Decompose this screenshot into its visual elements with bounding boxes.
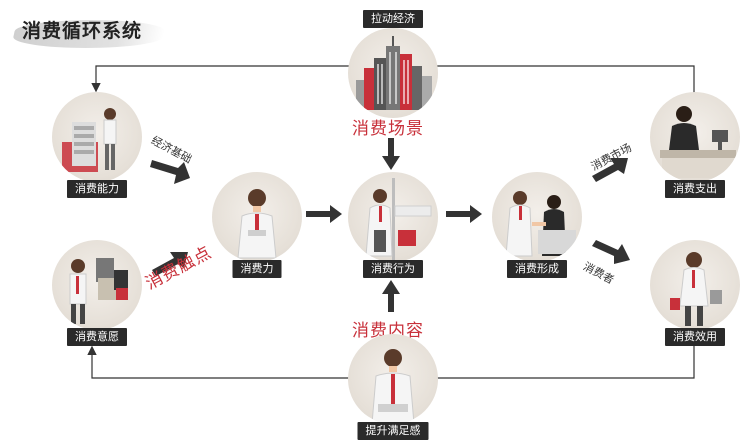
shopping-bags-icon bbox=[69, 258, 128, 324]
arrow-content-behavior bbox=[382, 280, 400, 312]
handshake-icon bbox=[505, 191, 576, 257]
page-title: 消费循环系统 bbox=[22, 20, 143, 42]
arrow-power-behavior bbox=[306, 205, 342, 223]
label-consumption-formation: 消费形成 bbox=[507, 260, 567, 278]
label-consumption-utility: 消费效用 bbox=[665, 328, 725, 346]
city-icon bbox=[356, 36, 432, 110]
top-label-pull-economy: 拉动经济 bbox=[363, 10, 423, 28]
label-consumption-behavior: 消费行为 bbox=[363, 260, 423, 278]
arrow-touchpoint bbox=[152, 252, 188, 276]
cashier-icon bbox=[365, 178, 432, 262]
title-block: 消费循环系统 bbox=[11, 10, 174, 48]
node-consumption-utility: 消费效用 bbox=[650, 240, 740, 346]
label-satisfaction: 提升满足感 bbox=[357, 422, 429, 440]
node-consumption-expenditure: 消费支出 bbox=[650, 92, 740, 198]
node-consumption-formation: 消费形成 bbox=[492, 172, 582, 278]
satisfied-person-icon bbox=[371, 349, 415, 424]
node-satisfaction: 提升满足感 bbox=[348, 334, 438, 440]
node-city bbox=[348, 28, 438, 118]
node-consumption-behavior: 消费行为 bbox=[348, 172, 438, 278]
person-icon bbox=[237, 189, 277, 259]
red-label-scene: 消费场景 bbox=[352, 119, 424, 139]
checkmark-person-icon bbox=[670, 252, 722, 326]
node-consumption-power: 消费力 bbox=[212, 172, 302, 278]
label-consumption-intention: 消费意愿 bbox=[67, 328, 127, 346]
node-consumption-intention: 消费意愿 bbox=[52, 240, 142, 346]
cashier-desk-icon bbox=[660, 106, 736, 178]
arrow-scene-behavior bbox=[382, 138, 400, 170]
arrow-formation-expenditure bbox=[592, 158, 628, 182]
arrow-economic-base bbox=[150, 160, 190, 184]
banknotes-icon bbox=[62, 108, 117, 172]
arrow-formation-utility bbox=[592, 240, 630, 264]
label-consumption-ability: 消费能力 bbox=[67, 180, 127, 198]
label-consumption-power: 消费力 bbox=[232, 260, 282, 278]
node-consumption-ability: 消费能力 bbox=[52, 92, 142, 198]
arrow-behavior-formation bbox=[446, 205, 482, 223]
label-consumption-expenditure: 消费支出 bbox=[665, 180, 725, 198]
